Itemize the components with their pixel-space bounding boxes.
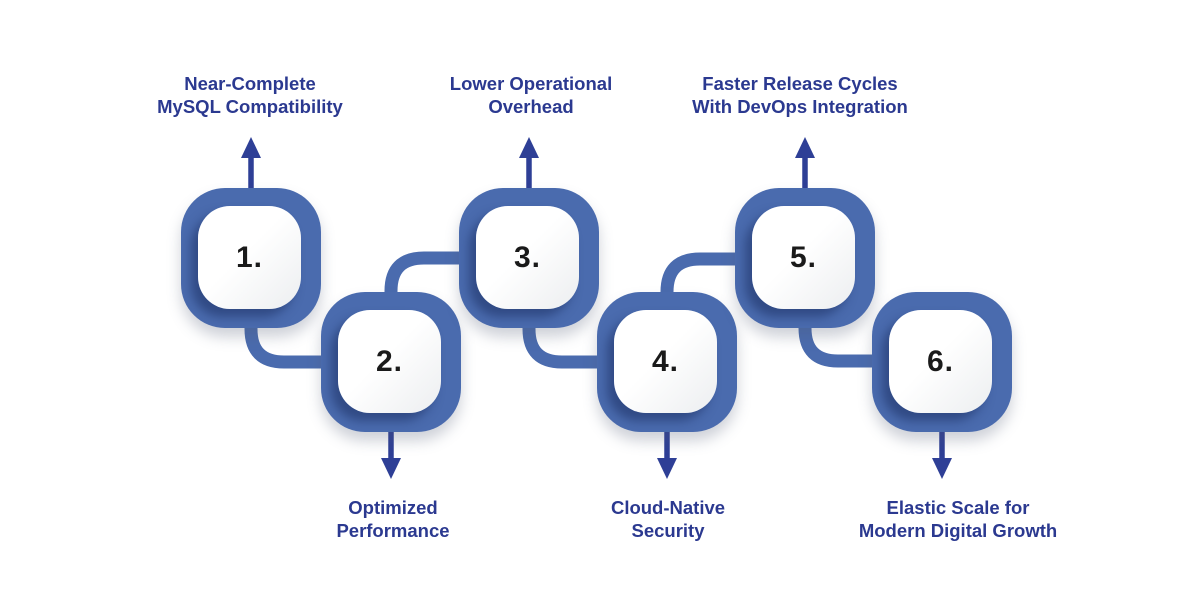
arrow-up-1 <box>241 137 261 192</box>
step-node-1: 1. <box>181 188 321 328</box>
step-number-2: 2. <box>375 344 404 378</box>
step-number-6: 6. <box>926 344 955 378</box>
step-face-6: 6. <box>889 310 992 413</box>
step-label-6-line2: Modern Digital Growth <box>858 519 1058 541</box>
step-label-3-line1: Lower Operational <box>449 73 613 94</box>
step-label-5-line1: Faster Release Cycles <box>702 73 898 94</box>
step-number-4: 4. <box>651 344 680 378</box>
step-label-2-line2: Performance <box>336 519 450 541</box>
step-label-3-line2: Overhead <box>488 95 574 117</box>
step-label-6-line1: Elastic Scale for <box>886 497 1030 518</box>
step-label-1-line2: MySQL Compatibility <box>157 95 343 117</box>
step-node-6: 6. <box>872 292 1012 432</box>
step-node-5: 5. <box>735 188 875 328</box>
step-label-1: Near-Complete MySQL Compatibility <box>157 73 343 118</box>
step-face-2: 2. <box>338 310 441 413</box>
step-label-4-line2: Security <box>631 519 705 541</box>
step-label-6: Elastic Scale for Modern Digital Growth <box>859 497 1057 542</box>
step-node-3: 3. <box>459 188 599 328</box>
step-face-3: 3. <box>476 206 579 309</box>
step-label-4-line1: Cloud-Native <box>610 497 726 518</box>
arrow-down-2 <box>381 428 401 479</box>
step-node-2: 2. <box>321 292 461 432</box>
connector-2-3 <box>384 251 473 320</box>
arrow-up-3 <box>519 137 539 192</box>
step-label-5-line2: With DevOps Integration <box>692 95 908 117</box>
step-label-3: Lower Operational Overhead <box>450 73 612 118</box>
arrow-down-6 <box>932 428 952 479</box>
step-number-5: 5. <box>789 240 818 274</box>
connector-3-4 <box>522 300 611 369</box>
step-number-1: 1. <box>235 240 264 274</box>
step-label-1-line1: Near-Complete <box>184 73 316 94</box>
connector-5-6 <box>798 300 886 368</box>
arrow-up-5 <box>795 137 815 192</box>
step-label-4: Cloud-Native Security <box>611 497 725 542</box>
connector-4-5 <box>660 252 749 320</box>
step-label-2-line1: Optimized <box>348 497 438 518</box>
step-number-3: 3. <box>513 240 542 274</box>
step-node-4: 4. <box>597 292 737 432</box>
step-face-5: 5. <box>752 206 855 309</box>
connector-1-2 <box>244 300 335 369</box>
step-face-4: 4. <box>614 310 717 413</box>
step-face-1: 1. <box>198 206 301 309</box>
arrow-down-4 <box>657 428 677 479</box>
step-label-2: Optimized Performance <box>336 497 449 542</box>
step-label-5: Faster Release Cycles With DevOps Integr… <box>692 73 908 118</box>
